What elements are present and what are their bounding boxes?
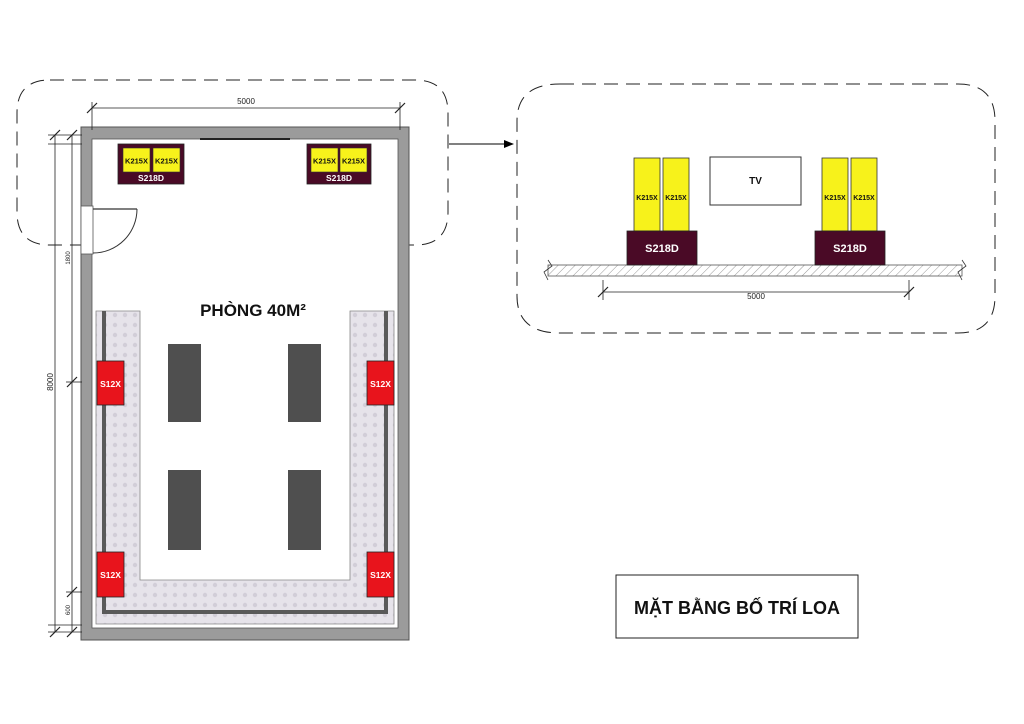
s12x-box xyxy=(96,360,125,406)
s12x-speaker-top-right: S12X xyxy=(366,360,395,406)
k215x-tower xyxy=(821,157,849,232)
k215x-speaker xyxy=(152,147,181,173)
s12x-box xyxy=(96,551,125,598)
s218d-label: S218D xyxy=(138,173,164,183)
s12x-box xyxy=(366,360,395,406)
k215x-tower xyxy=(662,157,690,232)
title-block: MẶT BẰNG BỐ TRÍ LOA xyxy=(615,574,859,639)
s218d-base xyxy=(814,230,886,266)
table-3 xyxy=(168,470,201,550)
k215x-label: K215X xyxy=(342,157,365,166)
sub-speaker-right: K215X K215X S218D xyxy=(306,143,372,185)
break-line-left xyxy=(543,259,553,281)
callout-outline-right xyxy=(516,83,996,334)
dim-bottom-part-label: 600 xyxy=(66,604,72,615)
sub-speaker-left: K215X K215X S218D xyxy=(117,143,185,185)
s218d-label: S218D xyxy=(833,243,867,255)
dimension-width-elevation: 5000 xyxy=(597,280,915,301)
k215x-label: K215X xyxy=(636,195,658,202)
dim-height-label: 8000 xyxy=(46,373,55,391)
s12x-speaker-bottom-right: S12X xyxy=(366,551,395,598)
speaker-group-left: K215X K215X S218D xyxy=(626,157,698,266)
sofa-backrest xyxy=(102,311,388,614)
k215x-tower xyxy=(850,157,878,232)
dimension-width-plan: 5000 xyxy=(86,97,406,130)
s12x-box xyxy=(366,551,395,598)
title-box xyxy=(615,574,859,639)
speaker-group-right: K215X K215X S218D xyxy=(814,157,886,266)
room-label: PHÒNG 40M² xyxy=(200,301,306,320)
sofa-seating xyxy=(95,310,395,625)
elevation-view: TV K215X K215X S218D K215X K215X S218D xyxy=(516,83,996,334)
door-swing xyxy=(92,208,138,254)
table-1 xyxy=(168,344,201,422)
s12x-speaker-top-left: S12X xyxy=(96,360,125,406)
dim-top-part-label: 1800 xyxy=(66,251,72,265)
drawing-title: MẶT BẰNG BỐ TRÍ LOA xyxy=(634,597,840,618)
s12x-label: S12X xyxy=(370,570,391,580)
table-2 xyxy=(288,344,321,422)
k215x-label: K215X xyxy=(125,157,148,166)
tv-label: TV xyxy=(749,176,762,187)
floor-slab xyxy=(547,264,963,277)
k215x-tower xyxy=(633,157,661,232)
table-4 xyxy=(288,470,321,550)
k215x-speaker xyxy=(122,147,151,173)
k215x-label: K215X xyxy=(853,195,875,202)
dim-width-label: 5000 xyxy=(237,97,255,106)
break-line-right xyxy=(957,259,967,281)
k215x-speaker xyxy=(339,147,368,173)
door-opening xyxy=(80,205,94,255)
s12x-label: S12X xyxy=(370,379,391,389)
floor-plan: PHÒNG 40M² K215X K215X S218D K215X K215X… xyxy=(16,79,449,641)
s218d-base xyxy=(626,230,698,266)
dimension-height-plan: 8000 1800 600 xyxy=(46,129,82,638)
room-floor xyxy=(91,138,399,629)
s218d-label: S218D xyxy=(645,243,679,255)
k215x-label: K215X xyxy=(155,157,178,166)
s12x-label: S12X xyxy=(100,379,121,389)
tv-screen xyxy=(709,156,802,206)
k215x-speaker xyxy=(310,147,339,173)
k215x-label: K215X xyxy=(313,157,336,166)
k215x-label: K215X xyxy=(665,195,687,202)
callout-outline-left xyxy=(16,79,449,246)
s218d-label: S218D xyxy=(326,173,352,183)
k215x-label: K215X xyxy=(824,195,846,202)
dim-width-elevation-label: 5000 xyxy=(747,292,765,301)
s12x-label: S12X xyxy=(100,570,121,580)
s12x-speaker-bottom-left: S12X xyxy=(96,551,125,598)
